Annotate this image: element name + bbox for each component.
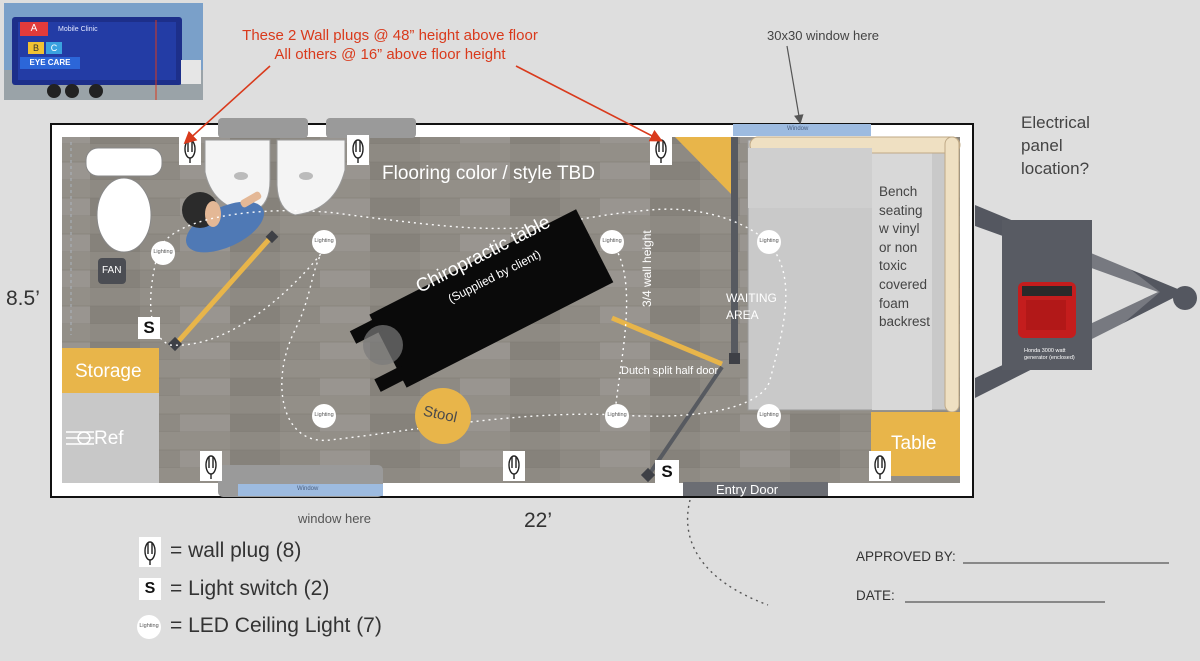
ref-icon xyxy=(66,431,94,445)
bench-backrest-side xyxy=(944,136,960,413)
dutch-door-leaf xyxy=(611,315,723,367)
electrical-panel-line: Electrical xyxy=(1021,113,1090,132)
plug-height-note: These 2 Wall plugs @ 48” height above fl… xyxy=(210,26,570,64)
bench-label-line: or non xyxy=(879,239,918,255)
electrical-panel-line: panel xyxy=(1021,136,1063,155)
bench-label: Bench seating w vinyl or non toxic cover… xyxy=(879,183,930,332)
legend-switch: = Light switch (2) xyxy=(170,577,330,600)
legend-light-label: Lighting xyxy=(139,623,159,629)
light-switch-icon: S xyxy=(655,460,679,484)
corner-shelf xyxy=(675,137,733,196)
top-window xyxy=(733,124,871,136)
bench-label-line: seating xyxy=(879,202,923,218)
chiropractic-table xyxy=(349,209,614,392)
entry-door-label: Entry Door xyxy=(716,482,779,497)
photo-block-c: C xyxy=(46,42,62,54)
entry-door-swing xyxy=(686,499,769,606)
plug-height-note-line1: These 2 Wall plugs @ 48” height above fl… xyxy=(242,27,538,44)
person-figure xyxy=(182,191,264,253)
ceiling-light-label: Lighting xyxy=(153,249,173,255)
legend-light: = LED Ceiling Light (7) xyxy=(170,614,382,637)
wall-plug-icon xyxy=(502,450,526,482)
width-dimension: 8.5’ xyxy=(6,287,40,310)
table-label: Table xyxy=(891,433,937,454)
plug-height-note-line2: All others @ 16” above floor height xyxy=(274,46,506,63)
lighting-circuit xyxy=(149,208,787,441)
ceiling-light-label: Lighting xyxy=(602,238,622,244)
photo-brand: EYE CARE xyxy=(20,57,80,69)
electrical-panel-note: Electrical panel location? xyxy=(1021,111,1090,180)
bench-label-line: toxic xyxy=(879,258,907,274)
legend-light-icon xyxy=(137,615,161,639)
entry-door-wall xyxy=(683,482,828,496)
waiting-area-line: AREA xyxy=(726,308,759,322)
bottom-window-label: Window xyxy=(297,486,319,492)
fan-box xyxy=(98,258,126,284)
wall-height-label: 3/4 wall height xyxy=(640,230,654,307)
bottom-window xyxy=(238,484,383,496)
annotation-arrow xyxy=(515,65,663,142)
legend-plug: = wall plug (8) xyxy=(170,539,302,562)
photo-block-a: A xyxy=(20,22,48,36)
ceiling-light-label: Lighting xyxy=(314,238,334,244)
ceiling-light-label: Lighting xyxy=(759,238,779,244)
bench-label-line: Bench xyxy=(879,184,918,199)
wall-plug-icon xyxy=(346,134,370,166)
generator-label-line: Honda 3000 watt xyxy=(1024,348,1066,354)
dutch-door-label: Dutch split half door xyxy=(621,365,719,377)
ref-label: Ref xyxy=(94,428,124,449)
bench-seat-cushion xyxy=(872,148,932,410)
dutch-door-frame xyxy=(646,365,724,478)
approved-by-label: APPROVED BY: xyxy=(856,549,956,564)
bathroom-door xyxy=(174,234,274,346)
wall-plug-icon xyxy=(649,134,673,166)
storage-block xyxy=(62,348,159,393)
waiting-area-line: WAITING xyxy=(726,291,777,305)
photo-block-b: B xyxy=(28,42,44,54)
waiting-area-label: WAITING AREA xyxy=(726,290,777,324)
photo-sign-text: Mobile Clinic xyxy=(58,26,98,33)
ceiling-lights xyxy=(151,230,781,428)
generator-label-line: generator (enclosed) xyxy=(1024,355,1075,361)
legend-plug-icon xyxy=(138,536,162,568)
ceiling-light-label: Lighting xyxy=(759,412,779,418)
wall-plug-icon xyxy=(868,450,892,482)
ceiling-light-label: Lighting xyxy=(607,412,627,418)
light-switch-icon: S xyxy=(138,317,160,339)
stool xyxy=(415,388,471,444)
bench-label-line: covered xyxy=(879,276,928,292)
storage-label: Storage xyxy=(75,361,142,382)
toilet-bowl xyxy=(96,177,152,253)
electrical-panel-line: location? xyxy=(1021,159,1090,178)
length-dimension: 22’ xyxy=(524,509,553,532)
ceiling-light-label: Lighting xyxy=(314,412,334,418)
bottom-window-note: window here xyxy=(298,511,371,526)
date-label: DATE: xyxy=(856,588,895,603)
top-window-note: 30x30 window here xyxy=(767,28,880,43)
generator xyxy=(1018,282,1076,338)
annotation-arrow xyxy=(183,65,271,145)
wall-plug-icon xyxy=(199,450,223,482)
bench-label-line: w vinyl xyxy=(879,221,920,237)
fan-label: FAN xyxy=(102,265,122,276)
bench-seat-top xyxy=(748,148,872,208)
bench-label-line: foam xyxy=(879,295,910,311)
top-cabinet-left xyxy=(218,118,308,138)
partition-wall xyxy=(731,137,738,363)
toilet-tank xyxy=(85,147,163,177)
top-cabinet-right xyxy=(326,118,416,138)
wall-plug-icon xyxy=(178,134,202,166)
bench-label-line: backrest xyxy=(879,314,931,330)
legend-switch-icon: S xyxy=(139,578,161,600)
flooring-label: Flooring color / style TBD xyxy=(382,163,595,184)
trailer-hitch xyxy=(975,205,1197,398)
top-window-label: Window xyxy=(787,126,809,132)
annotation-arrow xyxy=(786,45,804,125)
generator-label: Honda 3000 watt generator (enclosed) xyxy=(1024,348,1075,362)
